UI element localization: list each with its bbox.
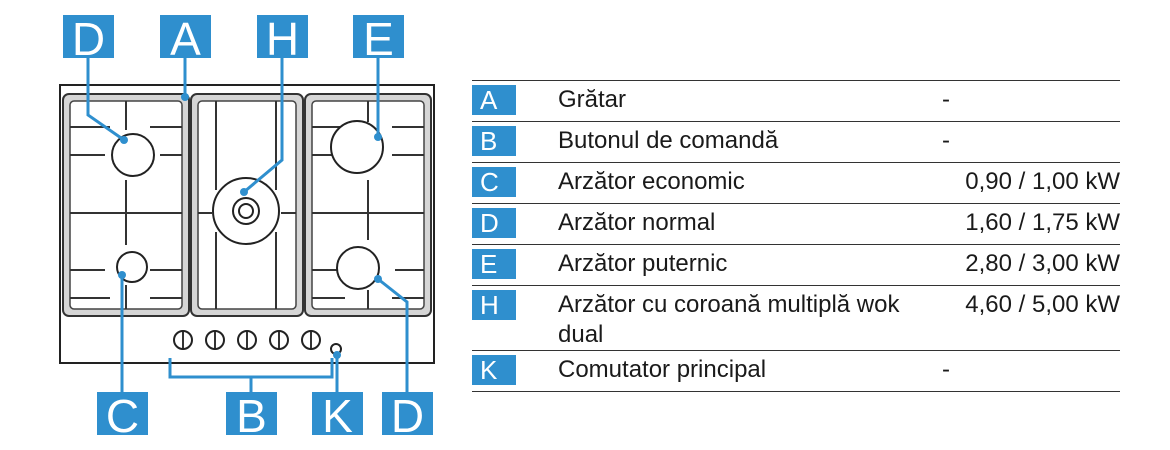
legend-row: D Arzător normal 1,60 / 1,75 kW xyxy=(472,203,1120,245)
legend-code: B xyxy=(472,126,516,156)
legend-table: A Grătar - B Butonul de comandă - C Arză… xyxy=(472,80,1120,392)
legend-code: D xyxy=(472,208,516,238)
legend-power: - xyxy=(942,356,950,383)
legend-row: E Arzător puternic 2,80 / 3,00 kW xyxy=(472,244,1120,286)
legend-code: K xyxy=(472,355,516,385)
legend-code: C xyxy=(472,167,516,197)
cooktop-diagram: D A H E C B K D xyxy=(59,13,435,442)
callout-top-4: E xyxy=(363,13,394,65)
legend-name: Arzător normal xyxy=(558,209,716,236)
legend-name: Grătar xyxy=(558,86,627,113)
legend-code: H xyxy=(472,290,516,320)
legend-power: 4,60 / 5,00 kW xyxy=(965,291,1120,318)
control-knobs xyxy=(173,330,321,350)
legend-name: Arzător puternic xyxy=(558,250,728,277)
legend-power: 2,80 / 3,00 kW xyxy=(965,250,1120,277)
legend-name: Arzător economic xyxy=(558,168,745,195)
legend-row: A Grătar - xyxy=(472,80,1120,122)
callout-bottom-3: K xyxy=(322,390,353,442)
legend-name: Butonul de comandă xyxy=(558,127,779,154)
legend-power: - xyxy=(942,127,950,154)
legend-name: Arzător cu coroană multiplă wok dual xyxy=(558,291,900,348)
legend-row: K Comutator principal - xyxy=(472,350,1120,392)
legend-power: 0,90 / 1,00 kW xyxy=(965,168,1120,195)
callout-bottom-4: D xyxy=(391,390,424,442)
legend-code: E xyxy=(472,249,516,279)
legend-row: H Arzător cu coroană multiplă wok dual 4… xyxy=(472,285,1120,351)
callout-top-2: A xyxy=(170,13,201,65)
burner-normal-right xyxy=(336,246,380,290)
callout-top-1: D xyxy=(72,13,105,65)
legend-power: 1,60 / 1,75 kW xyxy=(965,209,1120,236)
legend-row: C Arzător economic 0,90 / 1,00 kW xyxy=(472,162,1120,204)
burner-powerful xyxy=(330,120,384,174)
burner-normal-left xyxy=(111,133,155,177)
legend-name: Comutator principal xyxy=(558,356,767,383)
legend-power: - xyxy=(942,86,950,113)
legend-code: A xyxy=(472,85,516,115)
callout-top-3: H xyxy=(266,13,299,65)
callout-bottom-2: B xyxy=(236,390,267,442)
legend-row: B Butonul de comandă - xyxy=(472,121,1120,163)
callout-bottom-1: C xyxy=(106,390,139,442)
